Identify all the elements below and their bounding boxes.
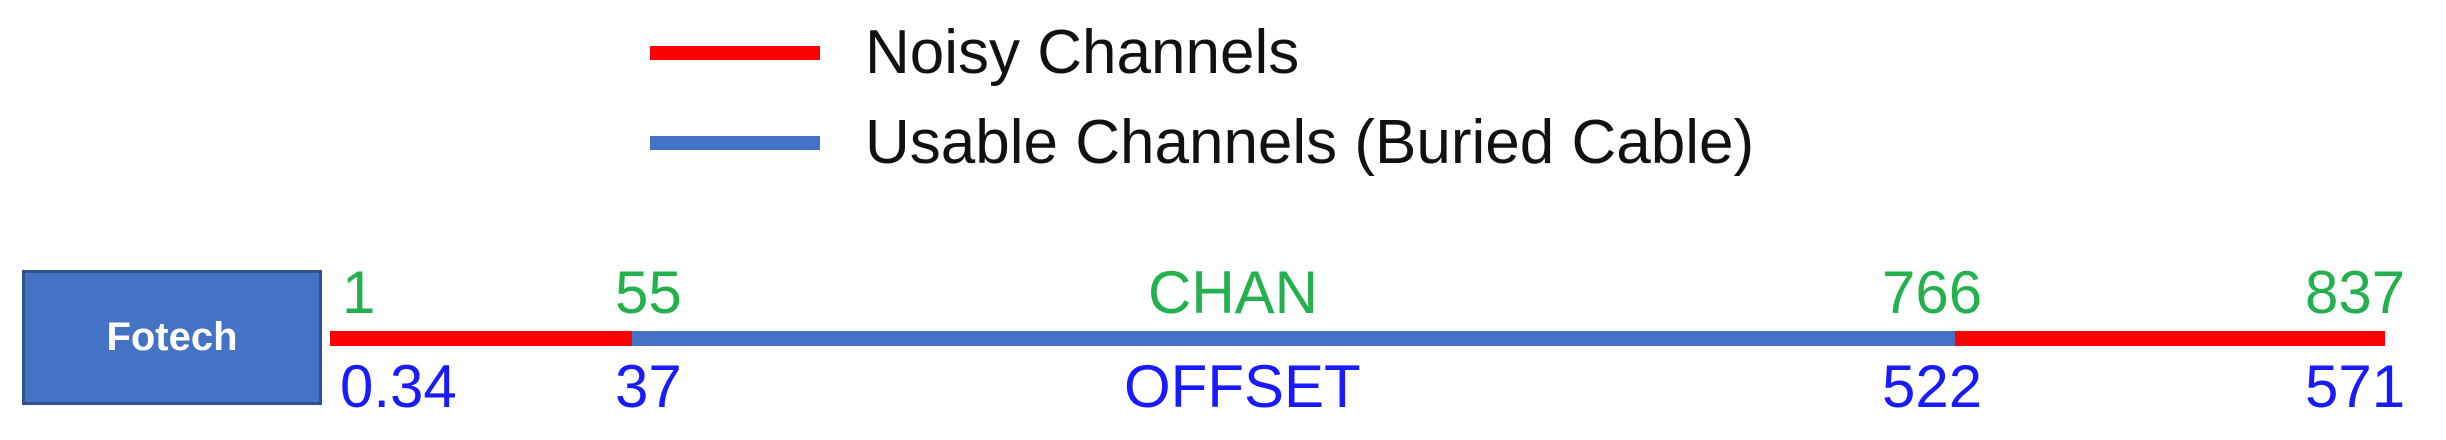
legend-item-noisy: Noisy Channels	[650, 22, 1299, 84]
chan-value-766: 766	[1882, 259, 1983, 326]
offset-value-start: 0.34	[340, 353, 457, 420]
offset-value-37: 37	[615, 353, 682, 420]
cable-segment-noisy-start	[330, 331, 632, 346]
offset-value-522: 522	[1882, 353, 1983, 420]
legend-swatch-noisy	[650, 46, 820, 60]
legend-label-noisy: Noisy Channels	[865, 18, 1300, 87]
chan-value-55: 55	[615, 259, 682, 326]
cable-segment-noisy-end	[1955, 331, 2385, 346]
offset-value-571: 571	[2305, 353, 2406, 420]
chan-header: CHAN	[1148, 259, 1319, 326]
legend-item-usable: Usable Channels (Buried Cable)	[650, 112, 1754, 174]
fotech-box: Fotech	[22, 270, 322, 405]
chan-value-start: 1	[342, 259, 376, 326]
cable-segment-usable	[632, 331, 1955, 346]
fotech-label: Fotech	[106, 315, 238, 359]
legend-label-usable: Usable Channels (Buried Cable)	[865, 108, 1755, 177]
offset-header: OFFSET	[1124, 353, 1361, 420]
legend-swatch-usable	[650, 136, 820, 150]
chan-value-837: 837	[2305, 259, 2406, 326]
